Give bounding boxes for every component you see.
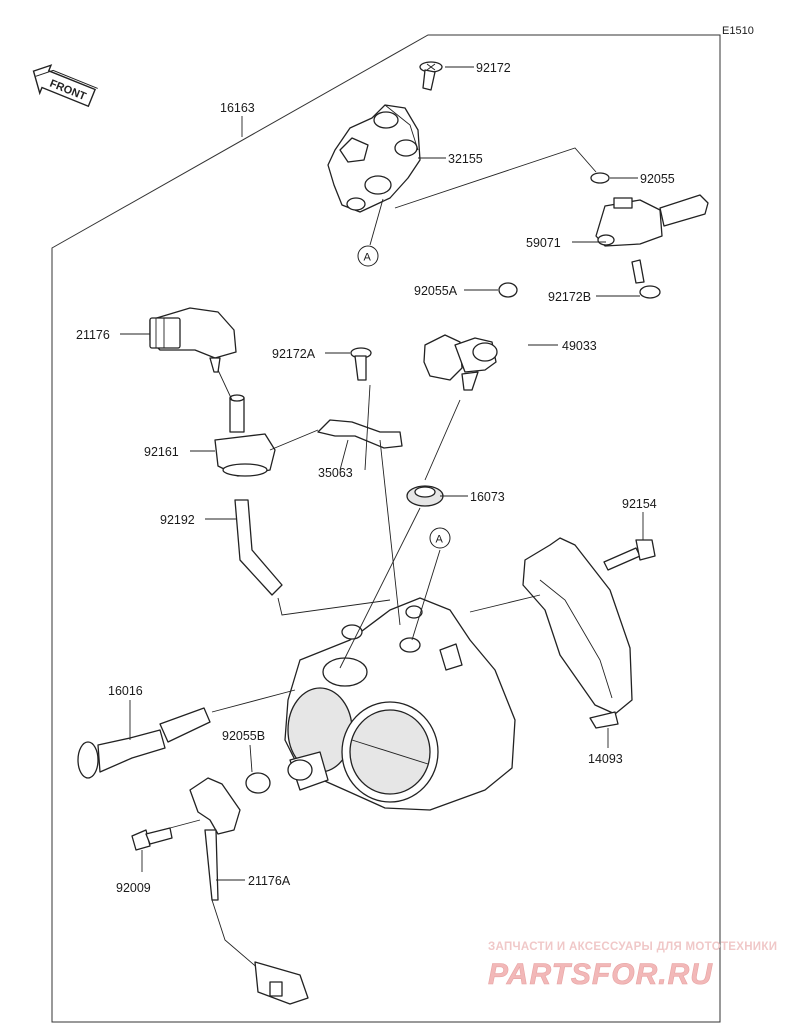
throttle-body-part bbox=[284, 597, 516, 811]
injector-49033-part bbox=[423, 282, 518, 391]
label-21176A: 21176A bbox=[248, 874, 291, 888]
label-16073: 16073 bbox=[470, 490, 505, 504]
svg-text:A: A bbox=[364, 252, 372, 264]
screw-92172A-part bbox=[350, 347, 372, 381]
diagram-code: E1510 bbox=[722, 25, 754, 37]
front-arrow-icon: FRONT bbox=[32, 64, 98, 108]
label-14093: 14093 bbox=[588, 752, 623, 766]
label-92172A: 92172A bbox=[272, 347, 316, 361]
bracket-32155-part bbox=[327, 104, 421, 213]
watermark-logo: PARTSFOR.RU bbox=[488, 958, 713, 991]
label-32155: 32155 bbox=[448, 152, 483, 166]
callout-lines bbox=[120, 66, 644, 881]
label-92172: 92172 bbox=[476, 61, 511, 75]
label-35063: 35063 bbox=[318, 466, 353, 480]
watermark-tagline: ЗАПЧАСТИ И АКСЕССУАРЫ ДЛЯ МОТОТЕХНИКИ bbox=[488, 941, 777, 953]
oring-92055-part bbox=[590, 172, 610, 184]
label-92009: 92009 bbox=[116, 881, 151, 895]
label-49033: 49033 bbox=[562, 339, 597, 353]
screw-92172B-part bbox=[631, 259, 661, 299]
hose-92192-part bbox=[234, 499, 283, 596]
label-92161: 92161 bbox=[144, 445, 179, 459]
label-92172B: 92172B bbox=[548, 290, 591, 304]
label-92055A: 92055A bbox=[414, 284, 458, 298]
assembly-frame bbox=[51, 34, 721, 1023]
label-16016: 16016 bbox=[108, 684, 143, 698]
bolt-92154-part bbox=[603, 539, 656, 571]
screw-16016-part bbox=[77, 707, 211, 779]
callout-a-body: A bbox=[429, 527, 451, 549]
plate-35063-part bbox=[317, 419, 403, 449]
label-92192: 92192 bbox=[160, 513, 195, 527]
bolt-92009-part bbox=[131, 827, 173, 851]
oring-92055B-part bbox=[245, 772, 271, 794]
label-21176: 21176 bbox=[76, 328, 110, 342]
sensor-59071-part bbox=[595, 194, 709, 247]
callout-a-top: A bbox=[357, 245, 379, 267]
grommet-16073-part bbox=[406, 485, 444, 507]
sensor-21176-part bbox=[149, 307, 237, 373]
label-16163: 16163 bbox=[220, 101, 255, 115]
label-92055: 92055 bbox=[640, 172, 675, 186]
label-92154: 92154 bbox=[622, 497, 657, 511]
screw-92172-part bbox=[419, 61, 443, 91]
label-59071: 59071 bbox=[526, 236, 561, 250]
svg-text:A: A bbox=[436, 534, 444, 546]
sensor-21176A-part bbox=[189, 777, 309, 1005]
sensor-92161-part bbox=[214, 394, 276, 477]
label-92055B: 92055B bbox=[222, 729, 265, 743]
cover-14093-part bbox=[522, 537, 633, 729]
